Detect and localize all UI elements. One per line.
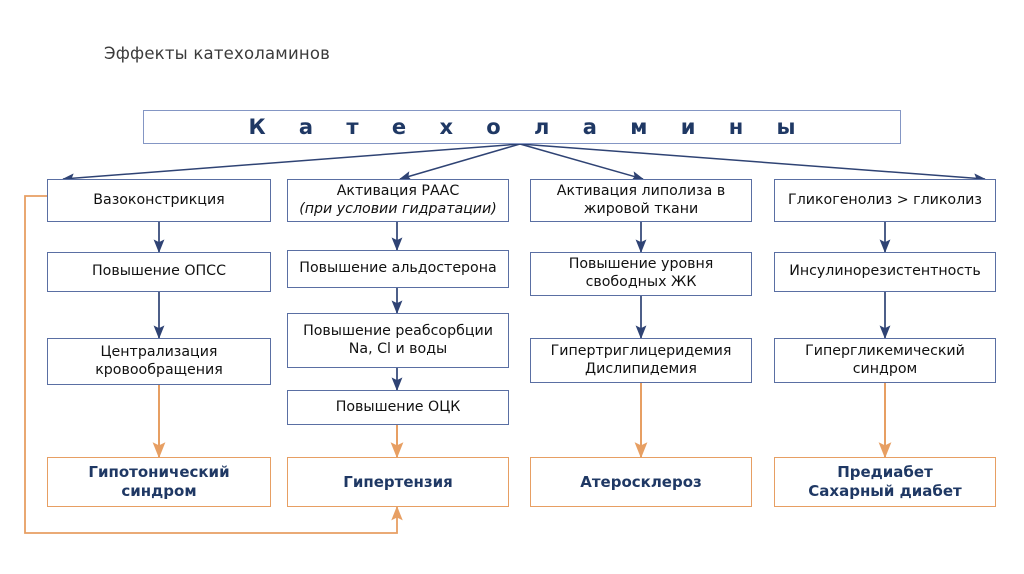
node-increased-free-fatty-acids-label-2: свободных ЖК <box>585 274 697 290</box>
node-increased-reabsorption: Повышение реабсорбции Na, Cl и воды <box>287 313 509 368</box>
node-lipolysis-activation: Активация липолиза в жировой ткани <box>530 179 752 222</box>
node-hypertriglyceridemia-label-2: Дислипидемия <box>585 360 697 377</box>
node-insulin-resistance-label: Инсулинорезистентность <box>789 263 981 280</box>
node-glycogenolysis-label: Гликогенолиз > гликолиз <box>788 191 982 208</box>
node-hypertension: Гипертензия <box>287 457 509 507</box>
node-catecholamines-header-label: К а т е х о л а м и н ы <box>248 114 809 139</box>
node-raas-activation-label-2: (при условии гидратации) <box>299 200 497 217</box>
node-vasoconstriction-label: Вазоконстрикция <box>93 191 225 208</box>
node-prediabetes: Предиабет Сахарный диабет <box>774 457 996 507</box>
node-hyperglycemic-syndrome-label-2: синдром <box>852 360 918 377</box>
node-increased-reabsorption-label-2: Na, Cl и воды <box>348 340 448 357</box>
node-hyperglycemic-syndrome: Гипергликемический синдром <box>774 338 996 383</box>
node-increased-ock: Повышение ОЦК <box>287 390 509 425</box>
node-insulin-resistance: Инсулинорезистентность <box>774 252 996 292</box>
node-increased-aldosterone: Повышение альдостерона <box>287 250 509 288</box>
node-increased-ock-label: Повышение ОЦК <box>335 398 461 415</box>
node-circulation-centralization-label-1: Централизация <box>100 343 218 360</box>
node-glycogenolysis: Гликогенолиз > гликолиз <box>774 179 996 222</box>
node-atherosclerosis: Атеросклероз <box>530 457 752 507</box>
node-increased-free-fatty-acids-label-1: Повышение уровня <box>568 256 714 273</box>
node-hypotonic-syndrome-label-2: синдром <box>121 482 197 500</box>
node-increased-opss: Повышение ОПСС <box>47 252 271 292</box>
node-prediabetes-label-1: Предиабет <box>837 463 933 482</box>
node-hyperglycemic-syndrome-label-1: Гипергликемический <box>805 342 965 359</box>
node-hypertension-label: Гипертензия <box>343 472 453 491</box>
node-increased-opss-label: Повышение ОПСС <box>91 263 226 280</box>
node-hypertriglyceridemia: Гипертриглицеридемия Дислипидемия <box>530 338 752 383</box>
node-lipolysis-activation-label-2: жировой ткани <box>583 200 699 217</box>
node-circulation-centralization-label-2: кровообращения <box>95 361 223 378</box>
page-title: Эффекты катехоламинов <box>104 44 331 63</box>
node-increased-free-fatty-acids: Повышение уровня свободных ЖК <box>530 252 752 296</box>
node-lipolysis-activation-label-1: Активация липолиза в <box>556 182 726 199</box>
node-raas-activation-label-1: Активация РААС <box>336 182 460 199</box>
node-increased-aldosterone-label: Повышение альдостерона <box>299 260 497 277</box>
node-prediabetes-label-2: Сахарный диабет <box>808 482 962 500</box>
node-raas-activation: Активация РААС (при условии гидратации) <box>287 179 509 222</box>
node-catecholamines-header: К а т е х о л а м и н ы <box>143 110 901 144</box>
node-hypertriglyceridemia-label-1: Гипертриглицеридемия <box>550 342 732 359</box>
node-hypotonic-syndrome: Гипотонический синдром <box>47 457 271 507</box>
node-vasoconstriction: Вазоконстрикция <box>47 179 271 222</box>
node-circulation-centralization: Централизация кровообращения <box>47 338 271 385</box>
node-atherosclerosis-label: Атеросклероз <box>580 472 702 491</box>
node-hypotonic-syndrome-label-1: Гипотонический <box>88 463 230 482</box>
node-increased-reabsorption-label-1: Повышение реабсорбции <box>303 322 493 339</box>
